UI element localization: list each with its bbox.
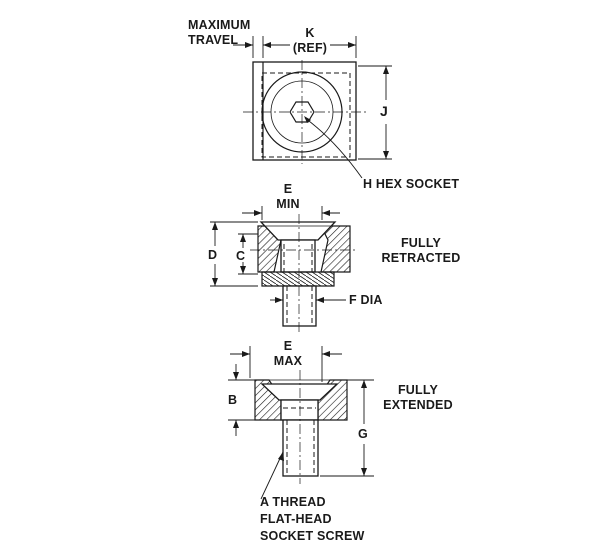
retracted-threaded-shank (282, 285, 317, 327)
fully-extended-line1: FULLY (397, 383, 439, 397)
e-min-label: E MIN (270, 182, 306, 212)
top-view (243, 60, 366, 164)
fully-extended-label: FULLY EXTENDED (376, 383, 460, 413)
e-min-dimension (242, 206, 340, 220)
k-ref-label: K (REF) (286, 26, 334, 56)
fully-extended-line2: EXTENDED (383, 398, 453, 412)
k-label: K (305, 26, 315, 40)
j-label: J (380, 103, 388, 119)
extended-screw-head (260, 383, 339, 401)
extended-screw-shank (280, 399, 319, 421)
retracted-screw-head (259, 221, 337, 241)
fully-retracted-line1: FULLY (400, 236, 442, 250)
e-max-label: E MAX (268, 339, 308, 369)
e-max-max: MAX (273, 354, 303, 368)
fully-retracted-line2: RETRACTED (381, 251, 461, 265)
e-min-e: E (283, 182, 293, 196)
maximum-travel-line1: MAXIMUM (188, 18, 251, 32)
c-dimension (238, 233, 258, 275)
a-thread-line2: FLAT-HEAD (260, 512, 332, 526)
k-ref-text: (REF) (292, 41, 328, 55)
retracted-view (250, 214, 358, 334)
j-dimension (358, 65, 392, 160)
g-dimension (320, 379, 374, 477)
top-view-dashed-square (261, 72, 351, 158)
e-min-min: MIN (276, 197, 300, 211)
b-dimension (228, 364, 255, 436)
extended-threaded-shank (282, 419, 319, 477)
h-hex-socket-label: H HEX SOCKET (363, 177, 460, 191)
maximum-travel-label: MAXIMUM TRAVEL (188, 18, 251, 48)
f-dia-dimension (270, 297, 346, 303)
a-thread-line3: SOCKET SCREW (260, 529, 365, 543)
e-max-dimension (230, 346, 342, 382)
retracted-screw-shank (280, 239, 316, 273)
a-thread-leader (260, 451, 284, 500)
e-max-e: E (283, 339, 293, 353)
a-thread-line1: A THREAD (260, 495, 326, 509)
d-label: D (208, 248, 218, 262)
g-label: G (358, 427, 368, 441)
b-label: B (228, 393, 238, 407)
f-dia-label: F DIA (349, 293, 383, 307)
maximum-travel-line2: TRAVEL (188, 33, 239, 47)
hex-socket-leader (304, 116, 363, 179)
retracted-housing-right (320, 225, 351, 273)
fully-retracted-label: FULLY RETRACTED (376, 236, 466, 266)
extended-view (254, 370, 348, 484)
a-thread-label: A THREAD FLAT-HEAD SOCKET SCREW (260, 494, 365, 545)
d-dimension (210, 221, 258, 287)
retracted-threaded-collar (261, 271, 335, 287)
top-view-outer-square (252, 61, 357, 161)
maximum-travel-dimension (233, 36, 272, 58)
c-label: C (236, 249, 246, 263)
